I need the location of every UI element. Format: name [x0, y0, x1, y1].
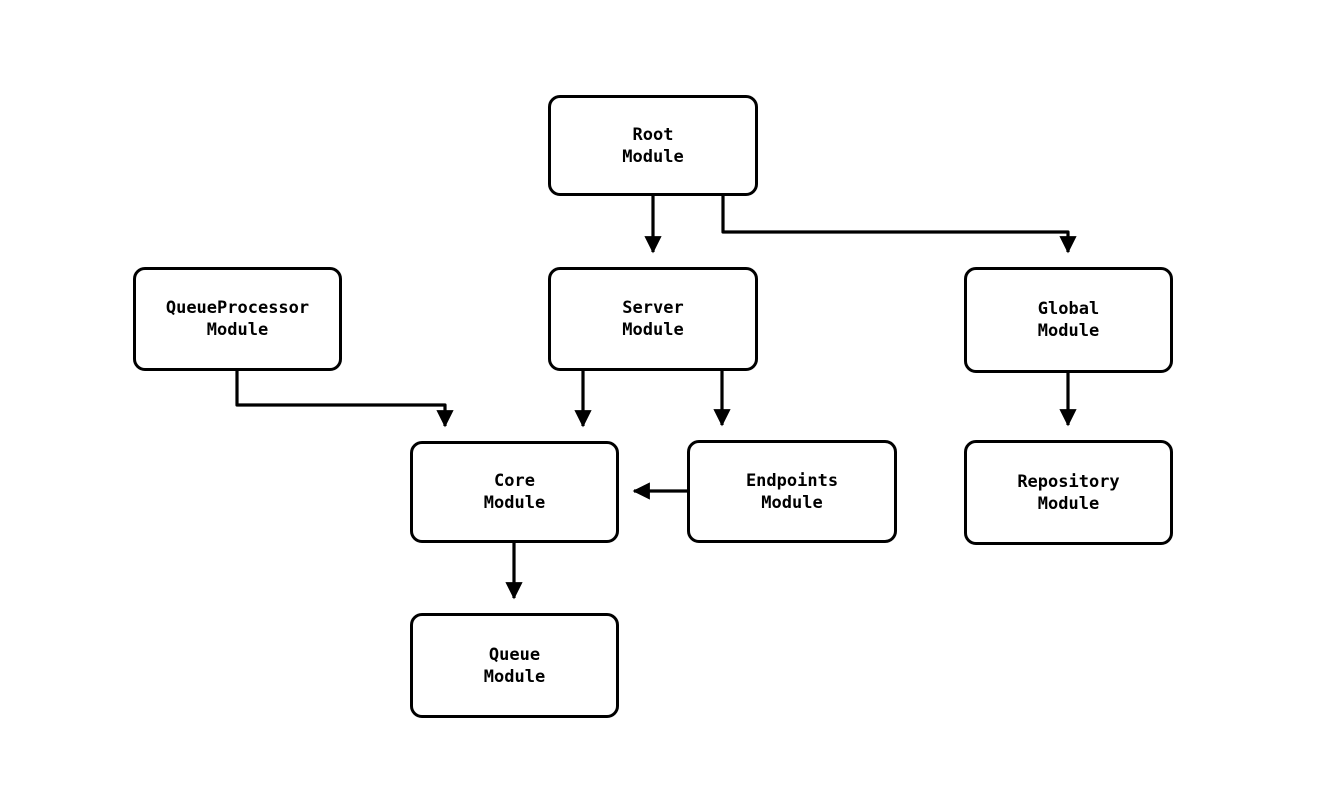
node-queue-module[interactable]: Queue Module: [410, 613, 619, 718]
node-core-module[interactable]: Core Module: [410, 441, 619, 543]
node-endpoints-module-label: Endpoints Module: [745, 470, 839, 513]
node-root-module[interactable]: Root Module: [548, 95, 758, 196]
node-root-module-label: Root Module: [622, 124, 684, 167]
node-queue-module-label: Queue Module: [483, 644, 546, 687]
node-global-module[interactable]: Global Module: [964, 267, 1173, 373]
node-server-module-label: Server Module: [622, 298, 684, 340]
node-repository-module[interactable]: Repository Module: [964, 440, 1173, 545]
node-server-module[interactable]: Server Module: [548, 267, 758, 371]
node-core-module-label: Core Module: [483, 471, 546, 513]
node-repository-module-label: Repository Module: [1017, 471, 1120, 514]
edge-root-to-global: [721, 196, 1077, 254]
node-endpoints-module[interactable]: Endpoints Module: [687, 440, 897, 543]
node-queueprocessor-module-label: QueueProcessor Module: [165, 298, 310, 340]
node-queueprocessor-module[interactable]: QueueProcessor Module: [133, 267, 342, 371]
node-global-module-label: Global Module: [1037, 299, 1100, 341]
edge-queueprocessor-to-core: [235, 371, 454, 428]
